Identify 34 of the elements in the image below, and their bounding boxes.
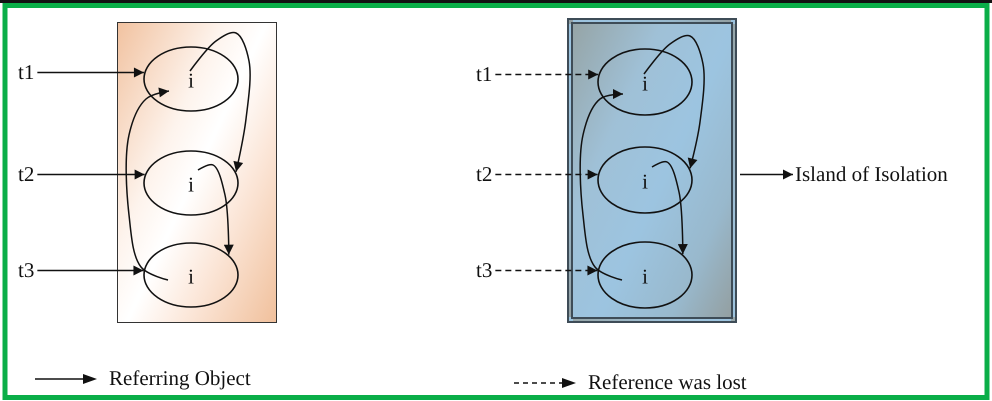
object-label: i	[188, 174, 194, 196]
object-label: i	[642, 172, 648, 193]
arrow	[495, 266, 598, 276]
node-label: t2	[18, 162, 34, 186]
arrow	[37, 68, 144, 78]
arrow	[652, 160, 688, 254]
arrow	[495, 170, 598, 180]
legend-label: Reference was lost	[588, 370, 747, 395]
object-group-box	[567, 18, 737, 323]
node-label: t1	[476, 62, 492, 86]
node-label: t3	[18, 258, 34, 282]
object-ellipse	[597, 48, 693, 116]
object-label: i	[642, 266, 648, 288]
object-ellipse	[597, 146, 693, 214]
object-label: i	[188, 266, 194, 288]
object-ellipse	[143, 242, 239, 308]
arrow	[37, 170, 145, 180]
arrow	[740, 170, 793, 180]
arrow	[189, 32, 251, 172]
object-ellipse	[597, 241, 693, 309]
node-label: t1	[18, 60, 34, 84]
arrow	[37, 266, 144, 276]
object-ellipse	[143, 150, 239, 216]
object-ellipse	[143, 46, 239, 112]
object-label: i	[642, 74, 648, 95]
arrow	[198, 164, 234, 255]
object-label: i	[188, 70, 194, 92]
legend-label: Referring Object	[109, 366, 251, 391]
node-label: t3	[476, 258, 492, 282]
arrow	[643, 34, 705, 169]
node-label: t2	[476, 162, 492, 186]
arrow	[495, 70, 598, 80]
object-group-box	[117, 22, 277, 323]
node-label: Island of Isolation	[795, 162, 948, 186]
